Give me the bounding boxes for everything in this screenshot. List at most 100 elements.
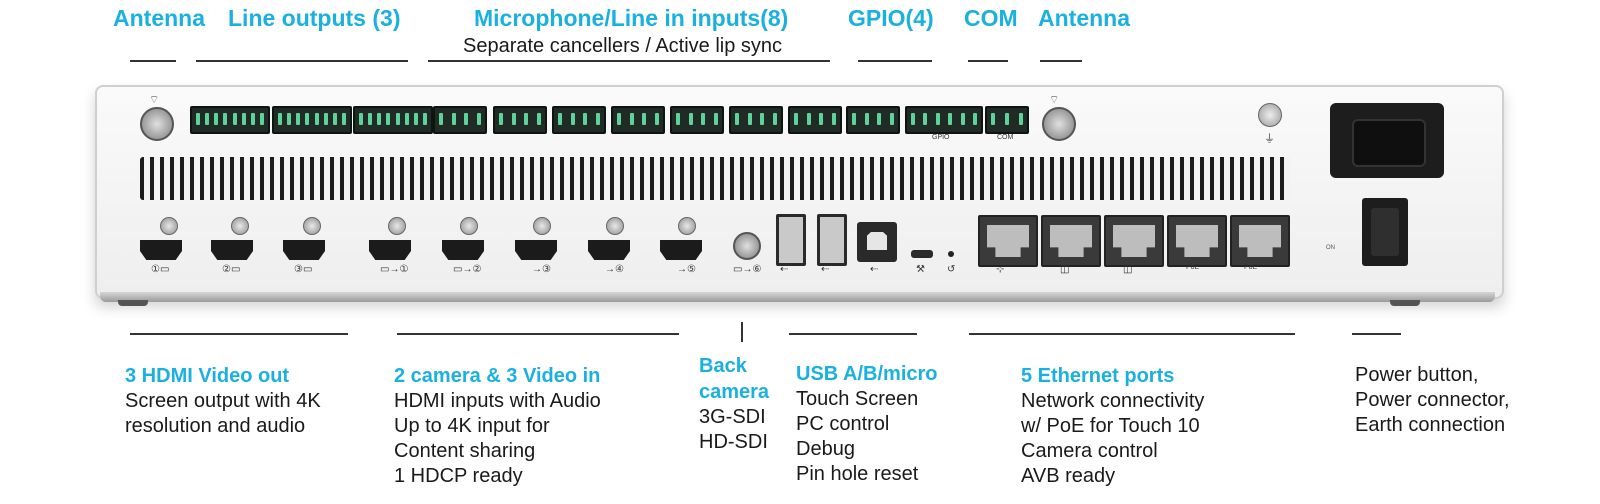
terminal-block	[846, 106, 900, 134]
hdmi-screw	[678, 217, 696, 235]
terminal-block	[985, 106, 1029, 134]
terminal-pin	[196, 113, 200, 125]
callout-line: HDMI inputs with Audio	[394, 390, 601, 412]
rule-hdmi-out	[130, 333, 348, 335]
hdmi-screw	[231, 217, 249, 235]
rule-line-outputs	[196, 60, 408, 62]
callout-usb: USB A/B/micro Touch Screen PC control De…	[796, 361, 938, 487]
callout-line: PC control	[796, 413, 890, 435]
terminal-block	[190, 106, 270, 134]
hdmi-out-3-icon: ③▭	[294, 264, 313, 275]
hdmi-out-2-icon: ②▭	[222, 264, 241, 275]
network-icon: ⊹	[996, 264, 1005, 275]
rule-usb	[789, 333, 917, 335]
usb-icon: ⇠	[780, 264, 789, 275]
hdmi-screw	[160, 217, 178, 235]
antenna-connector-right	[1042, 107, 1076, 141]
usb-a-port-2	[817, 214, 847, 266]
terminal-pin	[250, 113, 255, 125]
hdmi-in-video-3	[515, 240, 557, 260]
callout-line: Screen output with 4K	[125, 390, 321, 412]
callout-title: USB A/B/micro	[796, 363, 938, 385]
terminal-pin	[773, 113, 777, 125]
terminal-pin	[214, 113, 219, 125]
callout-line: 1 HDCP ready	[394, 465, 523, 487]
ethernet-port-4	[1167, 215, 1227, 267]
callout-back-camera: Back camera 3G-SDI HD-SDI	[699, 353, 769, 455]
terminal-pin	[439, 113, 443, 125]
terminal-pin	[524, 113, 529, 125]
terminal-pin	[314, 113, 319, 125]
hdmi-out-2	[211, 240, 253, 260]
hdmi-out-3	[283, 240, 325, 260]
usb-icon: ⇠	[870, 264, 879, 275]
ethernet-port-3	[1104, 215, 1164, 267]
terminal-pin	[735, 113, 739, 125]
power-connector	[1330, 103, 1444, 178]
terminal-pin	[688, 113, 693, 125]
foot-right	[1390, 300, 1420, 306]
callout-title: 2 camera & 3 Video in	[394, 365, 601, 387]
label-antenna-right: Antenna	[1038, 5, 1130, 31]
callout-line: resolution and audio	[125, 415, 306, 437]
terminal-pin	[386, 113, 391, 125]
terminal-pin	[642, 113, 647, 125]
terminal-pin	[794, 113, 798, 125]
terminal-pin	[323, 113, 328, 125]
callout-line: Touch Screen	[796, 388, 919, 410]
terminal-pin	[278, 113, 282, 125]
terminal-pin	[973, 113, 977, 125]
pin-hole-reset[interactable]	[948, 251, 954, 257]
hdmi-in-camera-1	[369, 240, 411, 260]
callout-line: Network connectivity	[1021, 390, 1205, 412]
terminal-pin	[464, 113, 469, 125]
wrench-icon: ⚒	[916, 264, 925, 275]
ethernet-port-4-label: PoE	[1186, 264, 1200, 271]
terminal-pin	[570, 113, 575, 125]
terminal-pin	[413, 113, 418, 125]
terminal-pin	[260, 113, 264, 125]
callout-hdmi-out: 3 HDMI Video out Screen output with 4K r…	[125, 363, 321, 439]
callout-line: AVB ready	[1021, 465, 1116, 487]
reset-icon: ↺	[947, 264, 956, 275]
callout-line: Camera control	[1021, 440, 1158, 462]
terminal-pin	[864, 113, 869, 125]
codec-chassis-bottom	[100, 292, 1495, 302]
label-mic-line-inputs: Microphone/Line in inputs(8)	[474, 5, 789, 31]
hdmi-in-video-5	[660, 240, 702, 260]
ethernet-port-1	[978, 215, 1038, 267]
antenna-connector-left	[140, 107, 174, 141]
wifi-icon: ⌔	[149, 94, 160, 106]
callout-camera-in: 2 camera & 3 Video in HDMI inputs with A…	[394, 363, 601, 489]
terminal-pin	[991, 113, 995, 125]
terminal-pin	[499, 113, 503, 125]
ethernet-port-5-label: PoE	[1244, 264, 1258, 271]
hdmi-screw	[388, 217, 406, 235]
terminal-pin	[332, 113, 337, 125]
terminal-pin	[960, 113, 965, 125]
terminal-pin	[583, 113, 588, 125]
terminal-pin	[629, 113, 634, 125]
foot-left	[118, 300, 148, 306]
terminal-block	[552, 106, 606, 134]
rule-antenna-left	[130, 60, 176, 62]
terminal-pin	[948, 113, 953, 125]
camera-icon: ◫	[1060, 264, 1070, 275]
usb-micro-port	[911, 250, 933, 258]
callout-line: Power button,	[1355, 364, 1479, 386]
ethernet-port-2	[1041, 215, 1101, 267]
terminal-pin	[655, 113, 659, 125]
terminal-pin	[537, 113, 541, 125]
ventilation-grille	[140, 157, 1290, 200]
callout-title: 5 Ethernet ports	[1021, 365, 1175, 387]
terminal-pin	[287, 113, 292, 125]
callout-title: Back camera	[699, 355, 770, 403]
rule-mic-line	[428, 60, 830, 62]
hdmi-out-1-icon: ①▭	[151, 264, 170, 275]
terminal-pin	[296, 113, 301, 125]
hdmi-in-camera-2	[442, 240, 484, 260]
power-switch-icon[interactable]	[1362, 198, 1408, 266]
gpio-port-label: GPIO	[932, 134, 950, 141]
ethernet-port-5	[1230, 215, 1290, 267]
video-input-5-icon: →⑤	[677, 264, 696, 275]
